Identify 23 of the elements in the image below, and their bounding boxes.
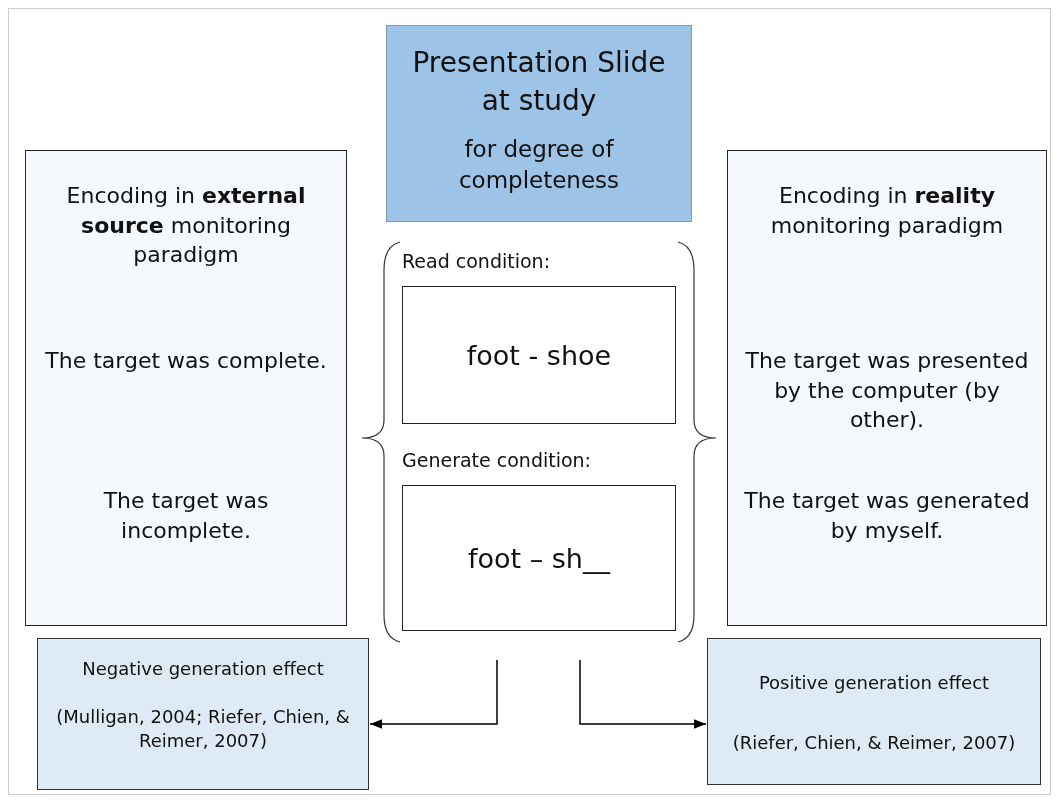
encoding-panel: [727, 150, 1047, 626]
word-pair-card: foot – sh__: [402, 485, 676, 631]
heading-text: Encoding in reality monitoring paradigm: [769, 182, 1005, 240]
slide-box: [386, 25, 692, 222]
heading-text: Negative generation effect: [81, 657, 325, 681]
body-text: The target was generated by myself.: [743, 487, 1031, 545]
effect-box: [707, 638, 1041, 785]
body-text: The target was complete.: [44, 347, 328, 375]
heading-text: Encoding in external source monitoring paradigm: [65, 182, 307, 270]
body-text: The target was incomplete.: [102, 487, 270, 545]
body-text: for degree of completeness: [457, 135, 621, 196]
heading-text: Presentation Slide at study: [411, 45, 667, 119]
arrow: [369, 659, 498, 729]
body-text: (Riefer, Chien, & Reimer, 2007): [731, 731, 1017, 755]
arrow: [579, 659, 707, 729]
condition-label: Read condition:: [402, 250, 551, 272]
heading-text: Positive generation effect: [757, 671, 991, 695]
encoding-panel: [25, 150, 347, 626]
body-text: The target was presented by the computer (by other).: [744, 347, 1030, 435]
body-text: (Mulligan, 2004; Riefer, Chien, & Reimer, 2007): [55, 705, 351, 754]
word-pair-card: foot - shoe: [402, 286, 676, 424]
condition-label: Generate condition:: [402, 449, 592, 471]
effect-box: [37, 638, 369, 790]
